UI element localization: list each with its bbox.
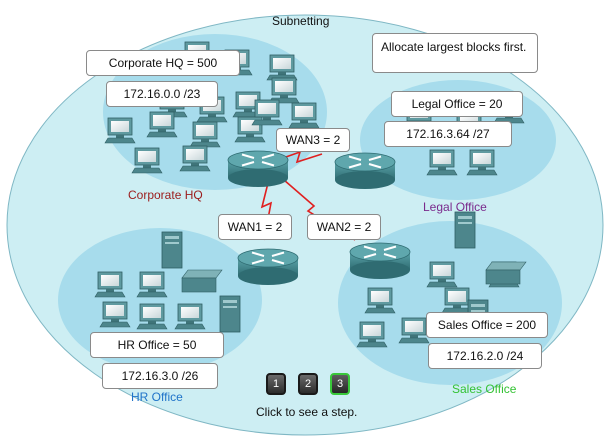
router-icon: [349, 242, 411, 279]
computer-icon: [398, 317, 430, 344]
computer-icon: [251, 99, 283, 126]
printer-icon: [181, 269, 223, 293]
hq-label: Corporate HQ: [128, 188, 203, 202]
hq-subnet: 172.16.0.0 /23: [106, 81, 218, 107]
printers: [181, 261, 527, 293]
legal-host-count: Legal Office = 20: [391, 91, 523, 117]
hr-host-count: HR Office = 50: [90, 332, 224, 358]
wan2-label: WAN2 = 2: [307, 214, 381, 240]
instruction-note: Allocate largest blocks first.: [372, 33, 538, 73]
server-icon: [219, 295, 241, 333]
routers: [227, 150, 411, 285]
computer-icon: [174, 303, 206, 330]
computer-icon: [266, 54, 298, 81]
computer-icon: [146, 111, 178, 138]
computer-icon: [268, 77, 300, 104]
computer-icon: [179, 145, 211, 172]
computer-icon: [104, 117, 136, 144]
diagram-title: Subnetting: [272, 14, 330, 28]
legal-label: Legal Office: [423, 200, 487, 214]
computer-icon: [94, 271, 126, 298]
computer-icon: [136, 271, 168, 298]
computer-icon: [136, 303, 168, 330]
hq-host-count: Corporate HQ = 500: [86, 50, 240, 76]
wan3-label: WAN3 = 2: [276, 128, 350, 152]
computer-icon: [99, 301, 131, 328]
legal-subnet: 172.16.3.64 /27: [384, 121, 512, 147]
router-icon: [227, 150, 289, 187]
computer-icon: [356, 321, 388, 348]
sales-host-count: Sales Office = 200: [426, 312, 548, 338]
step-caption: Click to see a step.: [256, 405, 358, 419]
computer-icon: [364, 287, 396, 314]
wan3-link: [282, 150, 323, 164]
wan1-label: WAN1 = 2: [218, 214, 292, 240]
hr-subnet: 172.16.3.0 /26: [102, 363, 218, 389]
server-icon: [161, 231, 183, 269]
router-icon: [334, 152, 396, 189]
step-1-button[interactable]: 1: [266, 373, 286, 395]
step-3-button[interactable]: 3: [330, 373, 350, 395]
computer-icon: [426, 149, 458, 176]
sales-label: Sales Office: [452, 382, 517, 396]
computer-icon: [131, 147, 163, 174]
server-icon: [454, 211, 476, 249]
computer-icon: [189, 121, 221, 148]
sales-subnet: 172.16.2.0 /24: [428, 343, 542, 369]
computer-icon: [441, 287, 473, 314]
printer-icon: [485, 261, 527, 285]
computer-icon: [426, 261, 458, 288]
router-icon: [237, 248, 299, 285]
computer-icon: [466, 149, 498, 176]
computer-icon: [288, 102, 320, 129]
hr-label: HR Office: [131, 390, 183, 404]
step-2-button[interactable]: 2: [298, 373, 318, 395]
